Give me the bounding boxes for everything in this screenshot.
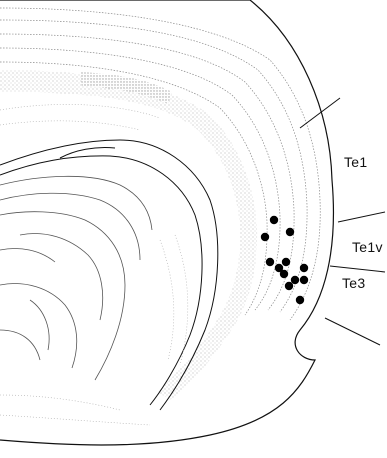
label-te1v: Te1v — [352, 239, 383, 255]
cell-marker — [300, 264, 308, 272]
boundary-tick-4 — [325, 318, 380, 345]
cell-marker — [266, 258, 274, 266]
boundary-tick-1 — [300, 98, 340, 128]
cell-marker — [261, 233, 269, 241]
cell-marker — [300, 276, 308, 284]
cell-marker — [291, 276, 299, 284]
cell-marker — [270, 216, 278, 224]
cell-marker — [296, 296, 304, 304]
cell-marker — [285, 282, 293, 290]
label-te1: Te1 — [344, 154, 367, 170]
boundary-tick-3 — [330, 266, 385, 272]
label-te3: Te3 — [342, 275, 365, 291]
area-boundary-ticks — [300, 98, 385, 345]
cell-marker — [280, 270, 288, 278]
cell-marker — [286, 228, 294, 236]
cortex-outer-outline — [0, 0, 333, 445]
white-matter-band — [0, 70, 257, 400]
cell-marker — [282, 258, 290, 266]
boundary-tick-2 — [338, 212, 385, 222]
inner-structure-lines — [0, 176, 152, 380]
dotted-contours — [0, 104, 188, 425]
cortical-lamina-lines — [0, 8, 320, 320]
cell-markers — [261, 216, 308, 304]
